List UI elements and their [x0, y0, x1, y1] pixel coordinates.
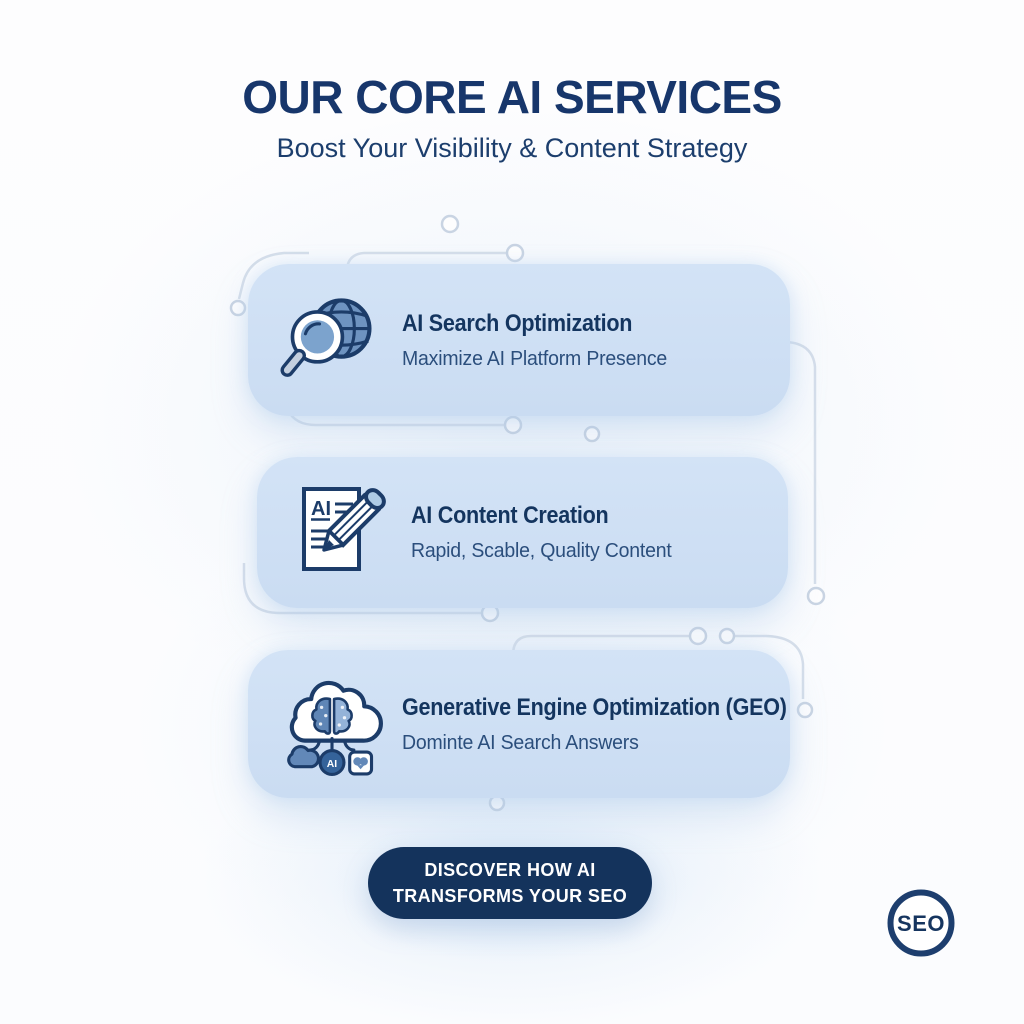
trace-node — [583, 425, 601, 443]
trace-node — [806, 586, 826, 606]
trace-node — [229, 299, 247, 317]
trace-line — [786, 340, 817, 584]
card-text-block: Generative Engine Optimization (GEO) Dom… — [402, 694, 839, 755]
card-title: Generative Engine Optimization (GEO) — [402, 693, 787, 721]
card-subtitle: Rapid, Scable, Quality Content — [411, 539, 672, 562]
cta-line-1: DISCOVER HOW AI — [424, 859, 596, 880]
card-text-block: AI Content Creation Rapid, Scable, Quali… — [411, 502, 685, 563]
trace-node — [440, 214, 460, 234]
card-text-block: AI Search Optimization Maximize AI Platf… — [402, 310, 681, 371]
ai-badge-label: AI — [327, 759, 338, 770]
document-ai-label: AI — [311, 498, 331, 520]
service-card-ai-content-creation: AI AI Content Creation Rapid, Sca — [257, 457, 788, 608]
cta-line-2: TRANSFORMS YOUR SEO — [392, 886, 628, 906]
page-title: OUR CORE AI SERVICES — [242, 71, 782, 123]
cta-button[interactable]: DISCOVER HOW AI TRANSFORMS YOUR SEO — [368, 847, 652, 919]
trace-node — [503, 415, 523, 435]
trace-line — [242, 563, 481, 615]
card-subtitle: Dominte AI Search Answers — [402, 730, 639, 754]
page-subtitle: Boost Your Visibility & Content Strategy — [276, 133, 748, 163]
service-card-ai-search-optimization: AI Search Optimization Maximize AI Platf… — [248, 264, 790, 416]
seo-badge-label: SEO — [897, 911, 945, 936]
trace-line — [237, 251, 309, 300]
card-title: AI Search Optimization — [402, 309, 633, 337]
trace-node — [505, 243, 525, 263]
trace-line — [734, 634, 805, 699]
document-pencil-icon: AI — [285, 477, 397, 589]
service-card-generative-engine-optimization: AI Generative Engine Optimization (GEO) … — [248, 650, 790, 798]
trace-node — [688, 626, 708, 646]
trace-node — [796, 701, 814, 719]
seo-badge-ring — [887, 889, 955, 957]
card-subtitle: Maximize AI Platform Presence — [402, 346, 668, 370]
cloud-brain-icon: AI — [276, 668, 388, 780]
search-globe-icon — [276, 284, 388, 396]
seo-badge: SEO — [884, 886, 958, 960]
card-title: AI Content Creation — [411, 502, 609, 529]
trace-node — [718, 627, 736, 645]
